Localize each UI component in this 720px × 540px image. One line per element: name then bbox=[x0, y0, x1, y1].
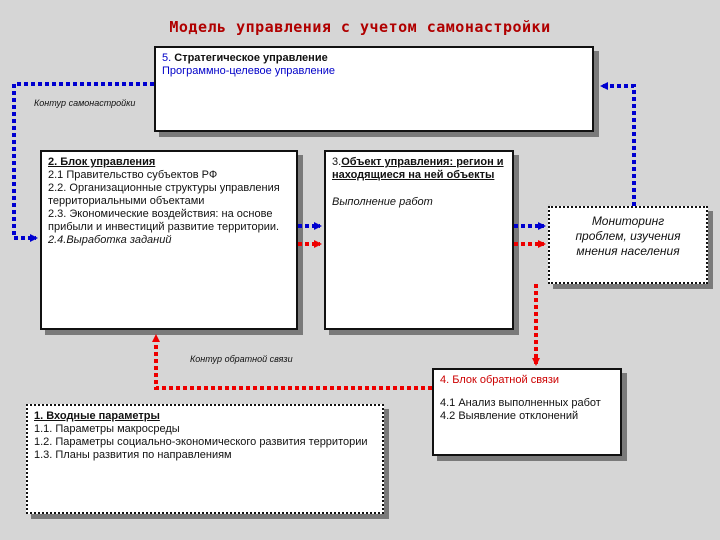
monitoring-line-1: Мониторинг bbox=[591, 214, 665, 228]
input-heading: 1. Входные параметры bbox=[34, 410, 160, 422]
object-heading: Объект управления: регион и находящиеся … bbox=[332, 156, 504, 181]
feedback-block-box: 4. Блок обратной связи 4.1 Анализ выполн… bbox=[432, 368, 622, 456]
feedback-line-1: 4.1 Анализ выполненных работ bbox=[440, 397, 601, 409]
input-line-1: 1.1. Параметры макросреды bbox=[34, 423, 180, 435]
self-tuning-contour-label: Контур самонастройки bbox=[34, 98, 136, 108]
control-line-4: 2.4.Выработка заданий bbox=[48, 234, 172, 246]
monitoring-line-2: проблем, изучения bbox=[575, 229, 681, 243]
control-block-box: 2. Блок управления 2.1 Правительство суб… bbox=[40, 150, 298, 330]
strategic-subheading: Программно-целевое управление bbox=[162, 65, 336, 77]
page-title: Модель управления с учетом самонастройки bbox=[169, 18, 551, 36]
feedback-line-2: 4.2 Выявление отклонений bbox=[440, 410, 579, 422]
feedback-heading: 4. Блок обратной связи bbox=[440, 374, 560, 386]
control-line-3: 2.3. Экономические воздействия: на основ… bbox=[48, 208, 280, 233]
monitoring-box: Мониторинг проблем, изучения мнения насе… bbox=[548, 206, 708, 284]
feedback-contour-label: Контур обратной связи bbox=[190, 354, 293, 364]
input-parameters-box: 1. Входные параметры 1.1. Параметры макр… bbox=[26, 404, 384, 514]
blue-arrow-strategic-to-control bbox=[12, 82, 154, 242]
object-num: 3. bbox=[332, 156, 342, 168]
control-line-1: 2.1 Правительство субъектов РФ bbox=[48, 169, 218, 181]
blue-arrow-monitoring-to-strategic bbox=[600, 82, 636, 206]
red-arrow-feedback-to-control bbox=[152, 334, 432, 390]
strategic-heading: Стратегическое управление bbox=[174, 52, 328, 64]
control-line-2: 2.2. Организационные структуры управлени… bbox=[48, 182, 280, 207]
input-line-2: 1.2. Параметры социально-экономического … bbox=[34, 436, 368, 448]
strategic-num: 5. bbox=[162, 52, 172, 64]
strategic-management-box: 5. Стратегическое управление Программно-… bbox=[154, 46, 594, 132]
control-object-box: 3.Объект управления: регион и находящиес… bbox=[324, 150, 514, 330]
object-italic-line: Выполнение работ bbox=[332, 196, 433, 208]
control-heading: 2. Блок управления bbox=[48, 156, 156, 168]
input-line-3: 1.3. Планы развития по направлениям bbox=[34, 449, 232, 461]
monitoring-line-3: мнения населения bbox=[576, 244, 680, 258]
